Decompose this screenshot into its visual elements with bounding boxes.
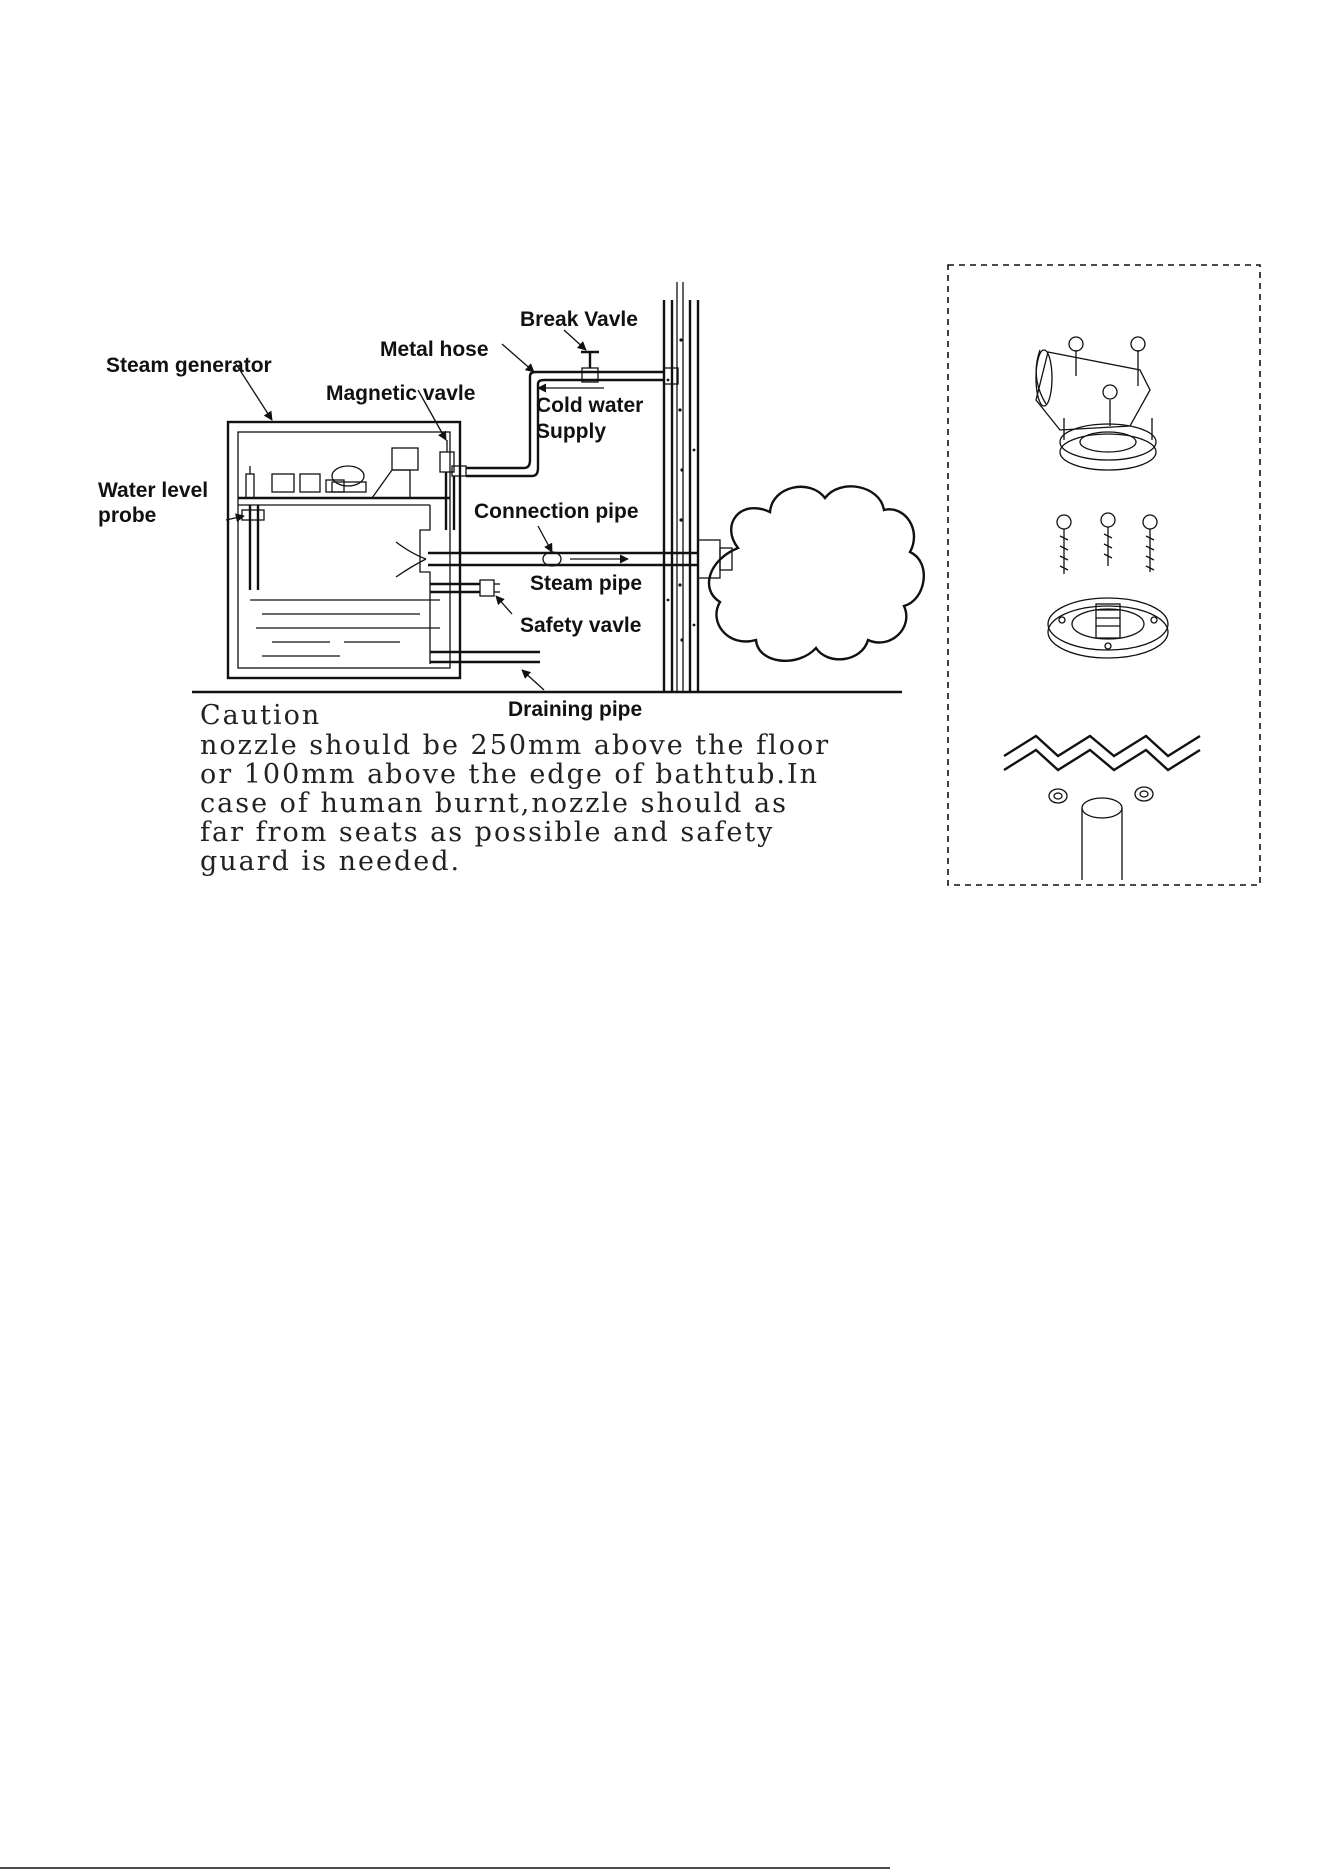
label-steam-pipe: Steam pipe bbox=[530, 572, 642, 595]
caution-line: or 100mm above the edge of bathtub.In bbox=[200, 759, 819, 790]
label-connection-pipe: Connection pipe bbox=[474, 500, 639, 523]
safety-valve bbox=[430, 579, 500, 597]
caution-line: nozzle should be 250mm above the floor bbox=[200, 730, 830, 761]
label-water-level-probe-2: probe bbox=[98, 504, 156, 527]
caution-note: Caution nozzle should be 250mm above the… bbox=[200, 700, 830, 877]
label-safety-valve: Safety vavle bbox=[520, 614, 641, 637]
label-steam-generator: Steam generator bbox=[106, 354, 272, 377]
leader-lines bbox=[225, 329, 587, 691]
steam-generator-box bbox=[226, 420, 462, 680]
nozzle bbox=[697, 539, 733, 579]
label-magnetic-valve: Magnetic vavle bbox=[326, 382, 475, 405]
caution-line: far from seats as possible and safety bbox=[200, 817, 774, 848]
steam-cloud bbox=[707, 485, 925, 662]
caution-line: guard is needed. bbox=[200, 846, 461, 877]
label-metal-hose: Metal hose bbox=[380, 338, 489, 361]
wall-section-icon bbox=[1003, 734, 1201, 880]
water-surface bbox=[250, 599, 440, 657]
assembled-nozzle-icon bbox=[1035, 336, 1157, 471]
label-cold-water: Cold water bbox=[536, 394, 643, 417]
mounting-flange-icon bbox=[1047, 597, 1169, 659]
screws-icon bbox=[1056, 512, 1158, 574]
wall bbox=[662, 282, 700, 692]
caution-title: Caution bbox=[200, 700, 321, 731]
draining-pipe bbox=[430, 650, 540, 664]
break-valve bbox=[581, 350, 679, 385]
label-break-valve: Break Vavle bbox=[520, 308, 638, 331]
steam-pipe bbox=[395, 541, 698, 578]
label-cold-water-2: Supply bbox=[536, 420, 606, 443]
label-draining-pipe: Draining pipe bbox=[508, 698, 642, 721]
caution-line: case of human burnt,nozzle should as bbox=[200, 788, 788, 819]
water-level-probe bbox=[241, 466, 265, 590]
label-water-level-probe: Water level bbox=[98, 479, 208, 502]
assembly-detail-panel bbox=[947, 264, 1261, 886]
magnetic-valve bbox=[439, 440, 467, 530]
